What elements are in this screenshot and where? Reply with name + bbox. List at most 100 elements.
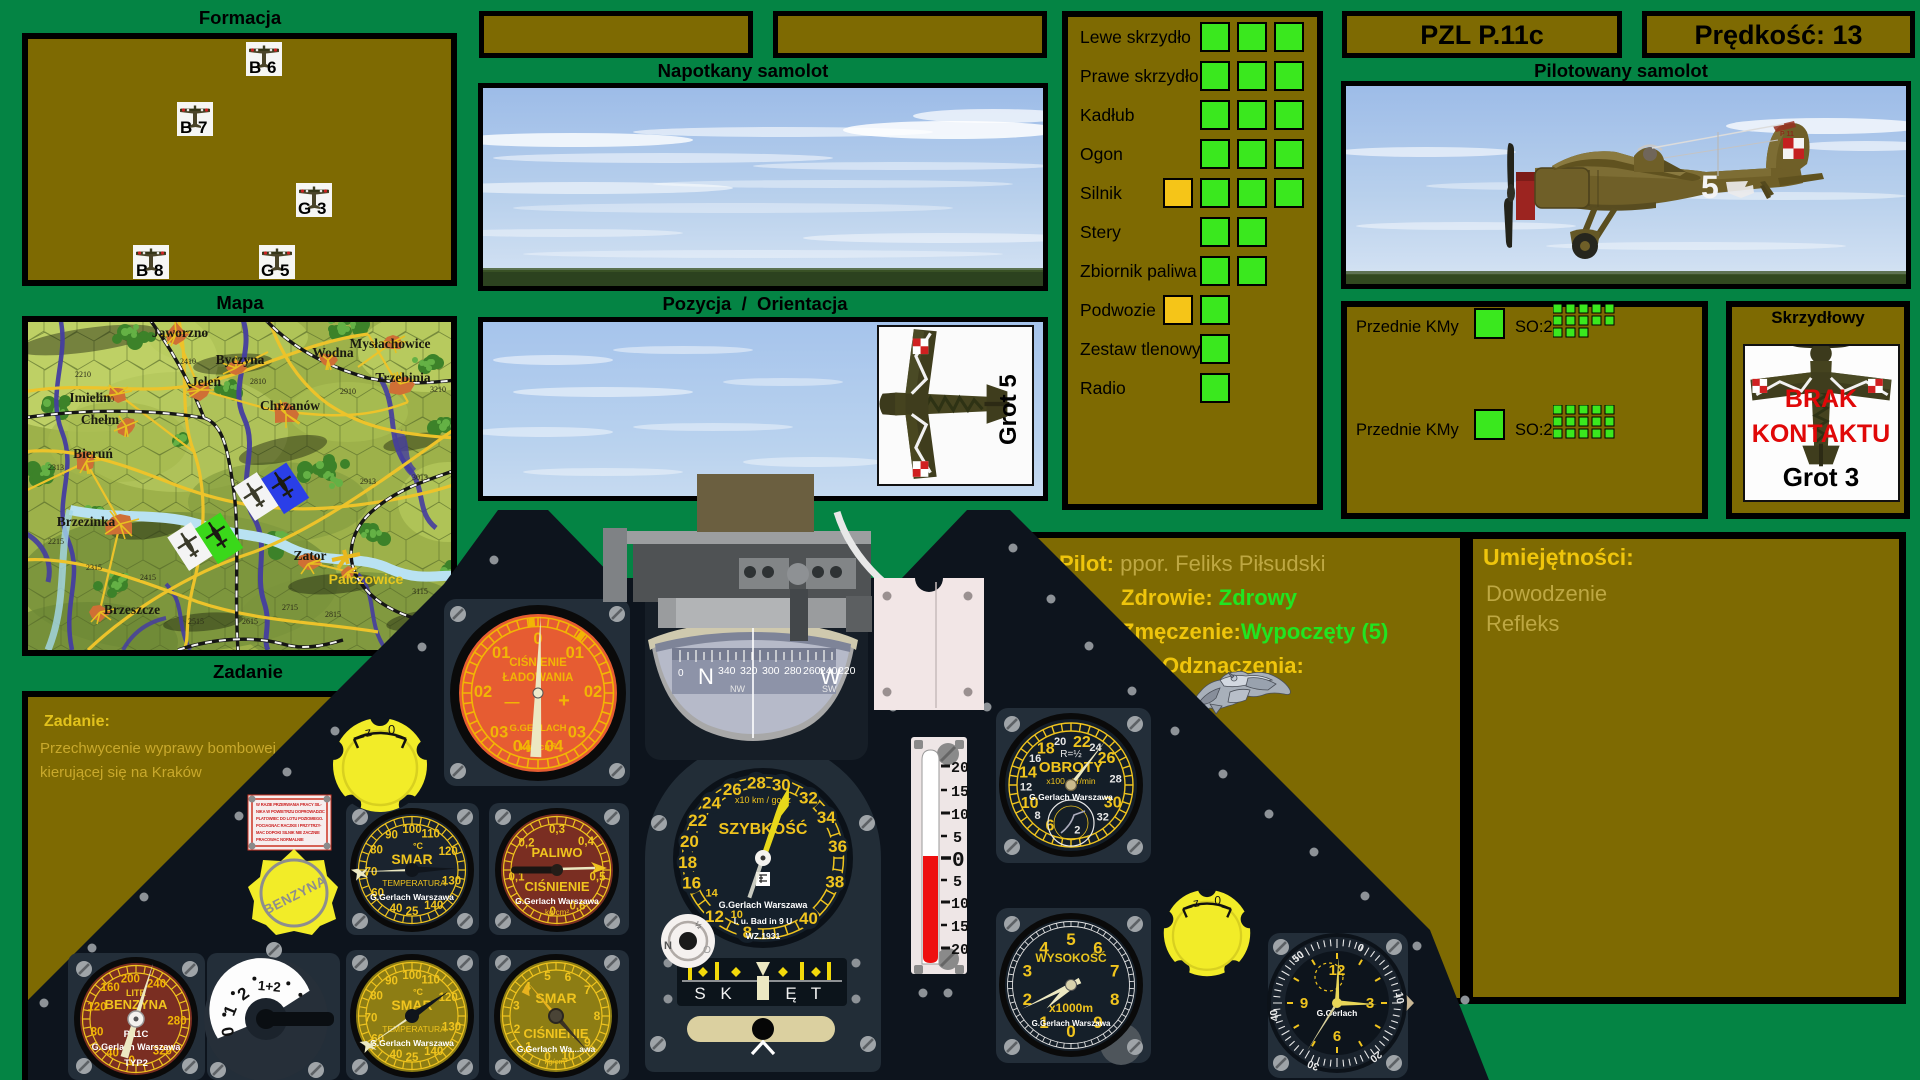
svg-text:20: 20 [1054, 736, 1066, 748]
svg-text:160: 160 [101, 982, 120, 994]
svg-text:12: 12 [1020, 781, 1032, 793]
svg-text:SZYBKOŚĆ: SZYBKOŚĆ [719, 819, 808, 838]
svg-text:Brzezinka: Brzezinka [57, 514, 116, 529]
svg-text:2: 2 [1023, 990, 1032, 1009]
svg-text:16: 16 [1029, 753, 1041, 765]
svg-text:30: 30 [1104, 795, 1122, 812]
svg-text:320: 320 [740, 665, 758, 677]
svg-text:28: 28 [1109, 774, 1121, 786]
svg-text:8: 8 [1110, 990, 1119, 1009]
svg-text:40: 40 [390, 903, 403, 915]
svg-text:32: 32 [799, 789, 818, 808]
svg-text:20: 20 [680, 832, 699, 851]
svg-text:G.Gerlach Warszawa: G.Gerlach Warszawa [92, 1042, 182, 1052]
svg-text:x1000m: x1000m [1049, 1001, 1093, 1015]
svg-text:25: 25 [406, 1052, 419, 1064]
svg-text:10: 10 [951, 807, 969, 824]
svg-text:G: G [298, 199, 311, 218]
svg-text:kg/cm²: kg/cm² [545, 908, 569, 917]
svg-text:2815: 2815 [325, 610, 341, 619]
svg-text:Zator: Zator [294, 548, 327, 563]
svg-text:22: 22 [688, 811, 707, 830]
svg-text:I. u. Bad in 9 U: I. u. Bad in 9 U [734, 916, 793, 926]
svg-text:120: 120 [87, 1001, 106, 1013]
svg-text:WYSOKOŚĆ: WYSOKOŚĆ [1035, 950, 1107, 965]
svg-text:G.Gerlach Warszawa: G.Gerlach Warszawa [370, 892, 454, 902]
svg-text:0: 0 [952, 850, 965, 873]
svg-text:2410: 2410 [180, 357, 196, 366]
svg-text:200: 200 [121, 973, 140, 985]
svg-text:34: 34 [817, 808, 836, 827]
svg-text:3: 3 [1023, 962, 1032, 981]
svg-text:9: 9 [584, 1036, 591, 1050]
svg-text:10: 10 [1021, 795, 1039, 812]
svg-text:0: 0 [1214, 893, 1221, 907]
svg-text:1: 1 [525, 1040, 532, 1054]
svg-text:Grot 3: Grot 3 [1783, 462, 1860, 492]
svg-text:1: 1 [1039, 1013, 1048, 1032]
svg-text:340: 340 [718, 665, 736, 677]
svg-text:3210: 3210 [430, 385, 446, 394]
svg-text:5: 5 [544, 969, 551, 983]
svg-text:12: 12 [1329, 962, 1346, 979]
svg-text:140: 140 [424, 1046, 443, 1058]
svg-text:03: 03 [490, 724, 508, 742]
svg-text:240: 240 [820, 665, 838, 677]
svg-text:CIŚNIENIE: CIŚNIENIE [524, 879, 589, 894]
svg-text:3: 3 [513, 999, 520, 1013]
svg-text:G.Gerlach Warszawa: G.Gerlach Warszawa [1029, 792, 1113, 802]
svg-text:2913: 2913 [360, 477, 376, 486]
svg-text:0: 0 [388, 722, 395, 737]
svg-text:7: 7 [584, 983, 591, 997]
svg-text:220: 220 [838, 665, 856, 677]
svg-text:15: 15 [951, 784, 969, 801]
svg-text:60: 60 [371, 887, 384, 899]
svg-text:280: 280 [784, 665, 802, 677]
svg-text:3: 3 [317, 199, 326, 218]
svg-text:6: 6 [1093, 939, 1102, 958]
svg-text:Jeleń: Jeleń [191, 374, 221, 389]
svg-text:Ę: Ę [785, 984, 796, 1003]
svg-text:Mysłachowice: Mysłachowice [350, 336, 431, 351]
svg-text:5: 5 [280, 261, 289, 280]
svg-text:B: B [180, 118, 192, 137]
svg-text:SMAR: SMAR [391, 851, 432, 867]
svg-text:0,2: 0,2 [519, 838, 535, 850]
svg-text:30: 30 [772, 776, 791, 795]
svg-text:90: 90 [385, 830, 398, 842]
svg-text:130: 130 [442, 1022, 461, 1034]
svg-text:Wodna: Wodna [312, 345, 354, 360]
svg-text:7: 7 [198, 118, 207, 137]
svg-text:MAC DOPOKI SILNIK NIE ZACZNIE: MAC DOPOKI SILNIK NIE ZACZNIE [256, 830, 320, 835]
svg-text:Byczyna: Byczyna [216, 352, 265, 367]
svg-text:TYP2: TYP2 [124, 1058, 148, 1069]
svg-text:4: 4 [1039, 939, 1049, 958]
svg-text:100: 100 [402, 824, 421, 836]
svg-text:5: 5 [953, 874, 962, 891]
svg-text:320: 320 [153, 1045, 172, 1057]
svg-text:110: 110 [421, 829, 440, 841]
svg-text:2810: 2810 [250, 377, 266, 386]
svg-text:Brzeszcze: Brzeszcze [104, 602, 160, 617]
svg-text:0: 0 [128, 1055, 134, 1067]
svg-text:24: 24 [702, 794, 721, 813]
svg-text:0,5: 0,5 [590, 871, 607, 883]
svg-text:40: 40 [106, 1048, 119, 1060]
svg-text:2310: 2310 [98, 395, 114, 404]
svg-text:0: 0 [678, 668, 684, 679]
svg-text:01: 01 [492, 644, 510, 662]
svg-text:SW: SW [822, 684, 837, 694]
svg-text:NIKA W POWIETRZU DOPROWADZIC: NIKA W POWIETRZU DOPROWADZIC [256, 809, 325, 814]
svg-text:PLATOWIEC DO LOTU POZIOMEGO.: PLATOWIEC DO LOTU POZIOMEGO. [256, 816, 323, 821]
svg-text:90: 90 [385, 976, 398, 988]
svg-text:140: 140 [424, 900, 443, 912]
svg-text:kg/cm²: kg/cm² [545, 1057, 568, 1066]
svg-text:Bieruń: Bieruń [73, 446, 113, 461]
svg-text:G.Gerlach Warszawa: G.Gerlach Warszawa [515, 896, 599, 906]
svg-text:80: 80 [370, 845, 383, 857]
svg-text:2210: 2210 [75, 370, 91, 379]
svg-text:CIŚNIENIE: CIŚNIENIE [523, 1026, 588, 1041]
svg-text:P 11: P 11 [1780, 131, 1794, 138]
svg-text:°C: °C [413, 987, 424, 997]
svg-text:2715: 2715 [282, 603, 298, 612]
